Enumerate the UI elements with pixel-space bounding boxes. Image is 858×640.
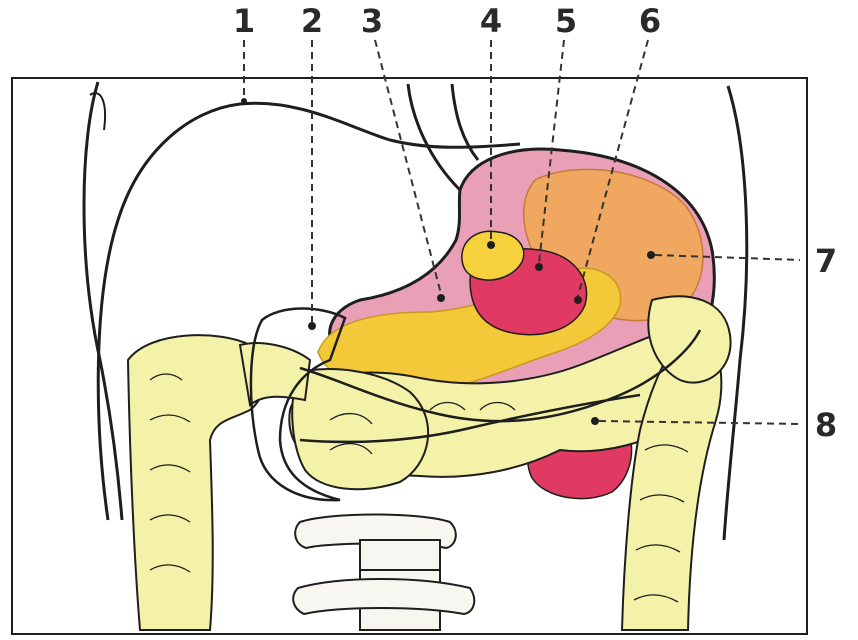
label-2: 2 bbox=[301, 2, 323, 40]
ascending-colon bbox=[128, 335, 265, 630]
label-8: 8 bbox=[815, 406, 837, 444]
label-1: 1 bbox=[233, 2, 255, 40]
label-3: 3 bbox=[361, 2, 383, 40]
vertebral-column bbox=[293, 515, 474, 631]
label-4: 4 bbox=[480, 2, 502, 40]
vertebra-2 bbox=[293, 579, 474, 614]
label-7: 7 bbox=[815, 242, 837, 280]
right-body-wall bbox=[724, 86, 747, 540]
label-6: 6 bbox=[639, 2, 661, 40]
label-5: 5 bbox=[555, 2, 577, 40]
